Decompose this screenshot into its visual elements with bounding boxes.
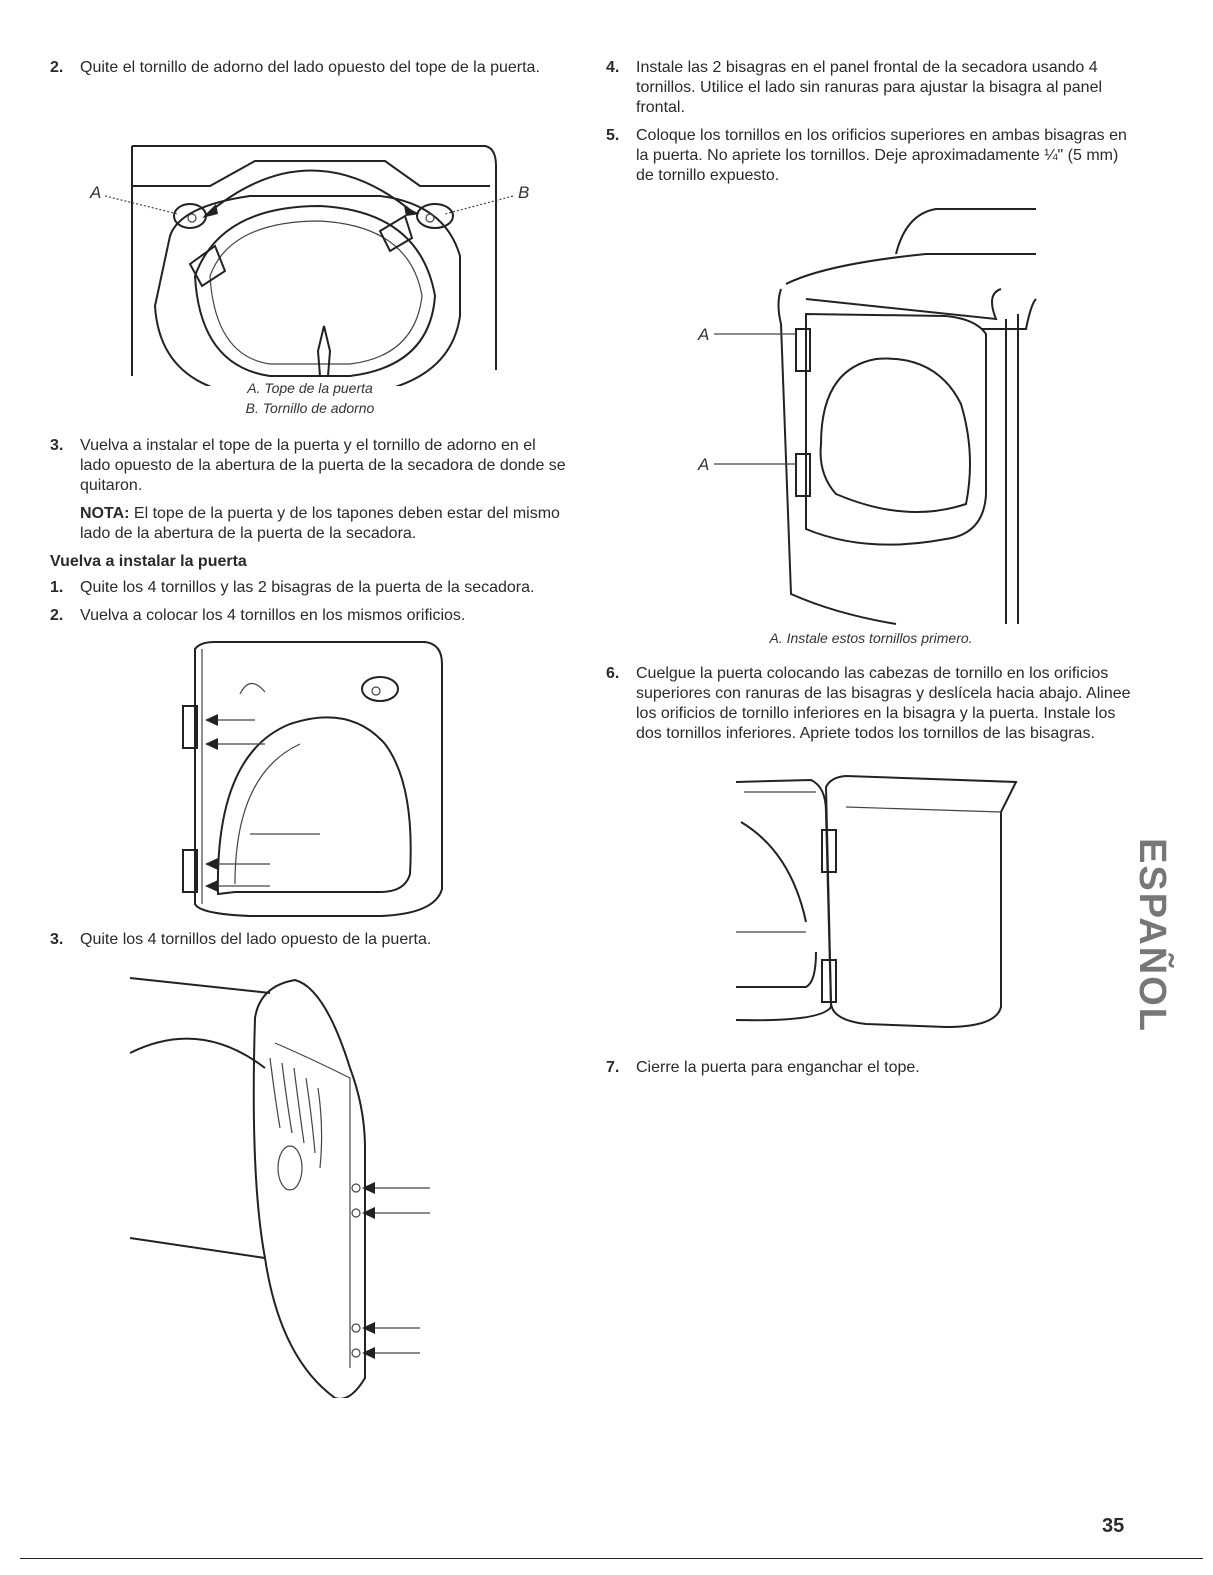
label-a: A — [89, 183, 101, 202]
step-number: 7. — [606, 1059, 620, 1076]
section-heading: Vuelva a instalar la puerta — [50, 553, 247, 570]
step-4-install-hinges: 4. Instale las 2 bisagras en el panel fr… — [606, 58, 1136, 118]
step-3-reinstall-stop: 3. Vuelva a instalar el tope de la puert… — [50, 436, 570, 496]
footer-rule — [20, 1558, 1203, 1559]
step-7-close-door: 7. Cierre la puerta para enganchar el to… — [606, 1058, 1136, 1078]
step-number: 1. — [50, 579, 64, 596]
door-side-screws-figure — [129, 977, 430, 1398]
hinge-install-figure: A A — [697, 208, 1037, 625]
label-a-bottom: A — [697, 455, 709, 474]
step-6-hang-door: 6. Cuelgue la puerta colocando las cabez… — [606, 664, 1136, 744]
step-text: Cuelgue la puerta colocando las cabezas … — [636, 665, 1131, 742]
step-text: Vuelva a colocar los 4 tornillos en los … — [80, 607, 466, 624]
step-text: Quite los 4 tornillos y las 2 bisagras d… — [80, 579, 535, 596]
step-text: Cierre la puerta para enganchar el tope. — [636, 1059, 920, 1076]
language-label: ESPAÑOL — [1130, 837, 1173, 1033]
step-number: 2. — [50, 607, 64, 624]
step-number: 4. — [606, 59, 620, 76]
step-number: 5. — [606, 127, 620, 144]
label-a-top: A — [697, 325, 709, 344]
section-step-3: 3. Quite los 4 tornillos del lado opuest… — [50, 930, 570, 950]
step-number: 2. — [50, 59, 64, 76]
left-column: 2. Quite el tornillo de adorno del lado … — [50, 58, 570, 1398]
note-text: El tope de la puerta y de los tapones de… — [80, 505, 560, 542]
right-column: 4. Instale las 2 bisagras en el panel fr… — [606, 58, 1136, 1086]
step-text: Quite el tornillo de adorno del lado opu… — [80, 59, 540, 76]
page-number: 35 — [1102, 1515, 1125, 1537]
step-number: 3. — [50, 437, 64, 454]
step-text: Instale las 2 bisagras en el panel front… — [636, 59, 1103, 116]
hang-door-figure — [735, 774, 1018, 1029]
step-text: Vuelva a instalar el tope de la puerta y… — [80, 437, 566, 494]
step-text: Coloque los tornillos en los orificios s… — [636, 127, 1127, 184]
note: NOTA: El tope de la puerta y de los tapo… — [50, 504, 570, 544]
figure-caption-a: A. Tope de la puerta — [247, 380, 373, 396]
step-number: 6. — [606, 665, 620, 682]
section-step-1: 1. Quite los 4 tornillos y las 2 bisagra… — [50, 578, 570, 598]
door-stop-figure: A B — [89, 145, 529, 386]
section-step-2: 2. Vuelva a colocar los 4 tornillos en l… — [50, 606, 570, 626]
label-b: B — [518, 183, 529, 202]
note-label: NOTA: — [80, 505, 130, 522]
hinge-removal-figure — [182, 641, 443, 917]
step-2-remove-trim-screw: 2. Quite el tornillo de adorno del lado … — [50, 58, 570, 78]
step-text: Quite los 4 tornillos del lado opuesto d… — [80, 931, 432, 948]
figure-caption-b: B. Tornillo de adorno — [245, 400, 375, 416]
step-number: 3. — [50, 931, 64, 948]
figure-caption: A. Instale estos tornillos primero. — [769, 630, 973, 646]
language-side-tab: ESPAÑOL — [1131, 815, 1173, 1055]
step-5-place-screws: 5. Coloque los tornillos en los orificio… — [606, 126, 1136, 186]
